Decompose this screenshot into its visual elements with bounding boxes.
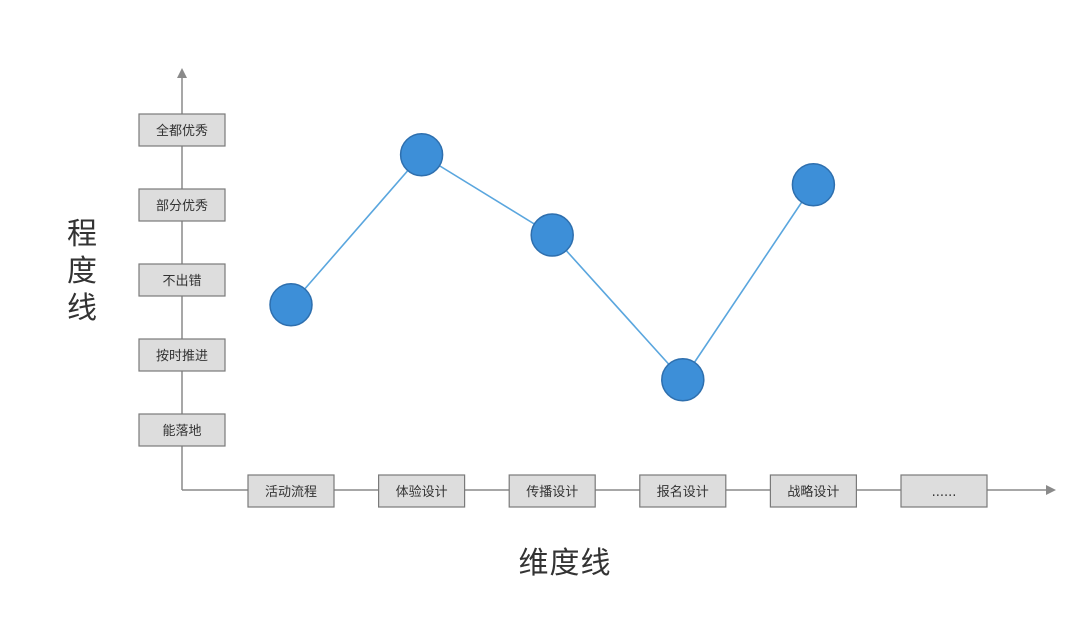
y-level-boxes: 能落地 按时推进 不出错 部分优秀 全都优秀 (138, 113, 226, 447)
series-segment (682, 184, 815, 381)
x-category-box-rect (639, 474, 727, 508)
chart-axes (177, 68, 1056, 495)
x-tick-label: 战略设计 (787, 484, 839, 500)
x-tick-label: 报名设计 (657, 484, 709, 500)
y-axis-title: 程度线 (67, 217, 97, 326)
y-level-box-rect (138, 338, 226, 372)
x-category-box: 战略设计 (769, 474, 858, 508)
y-level-box-rect (138, 263, 226, 297)
x-tick-label: ...... (932, 485, 957, 500)
y-tick-label: 不出错 (162, 274, 201, 289)
x-tick-label: 传播设计 (526, 485, 578, 500)
x-tick-label: 体验设计 (396, 484, 448, 500)
y-level-box-rect (138, 113, 226, 147)
x-category-boxes: 活动流程 体验设计 传播设计 报名设计 战略设计...... (247, 474, 988, 508)
y-level-box: 不出错 (138, 263, 226, 297)
series-segment (551, 234, 684, 381)
data-point (791, 163, 836, 207)
y-level-box-rect (138, 188, 226, 222)
x-category-box: 传播设计 (508, 474, 596, 508)
data-point (530, 213, 574, 257)
y-level-box-rect (138, 413, 226, 447)
x-category-box: 报名设计 (639, 474, 727, 508)
y-tick-label: 能落地 (162, 424, 201, 439)
data-point (661, 358, 705, 402)
x-category-box-rect (378, 474, 466, 508)
x-axis-title: 维度线 (518, 546, 612, 581)
series-segment (421, 154, 553, 236)
y-tick-label: 部分优秀 (156, 199, 208, 214)
y-level-box: 全都优秀 (138, 113, 226, 147)
x-category-box: ...... (900, 474, 988, 508)
x-axis-arrow-icon (1046, 485, 1056, 495)
series-segment (290, 154, 423, 306)
x-category-box-rect (508, 474, 596, 508)
series-points (269, 133, 836, 402)
y-level-box: 部分优秀 (138, 188, 226, 222)
x-category-box: 体验设计 (378, 474, 466, 508)
y-tick-label: 按时推进 (156, 349, 208, 364)
x-category-box-rect (900, 474, 988, 508)
x-category-box: 活动流程 (247, 474, 335, 508)
y-level-box: 按时推进 (138, 338, 226, 372)
x-tick-label: 活动流程 (265, 485, 317, 500)
x-category-box-rect (769, 474, 858, 508)
series-line (290, 154, 815, 381)
data-point (399, 133, 444, 177)
y-tick-label: 全都优秀 (156, 123, 208, 139)
x-category-box-rect (247, 474, 335, 508)
y-level-box: 能落地 (138, 413, 226, 447)
y-axis-arrow-icon (177, 68, 187, 78)
data-point (269, 283, 313, 327)
